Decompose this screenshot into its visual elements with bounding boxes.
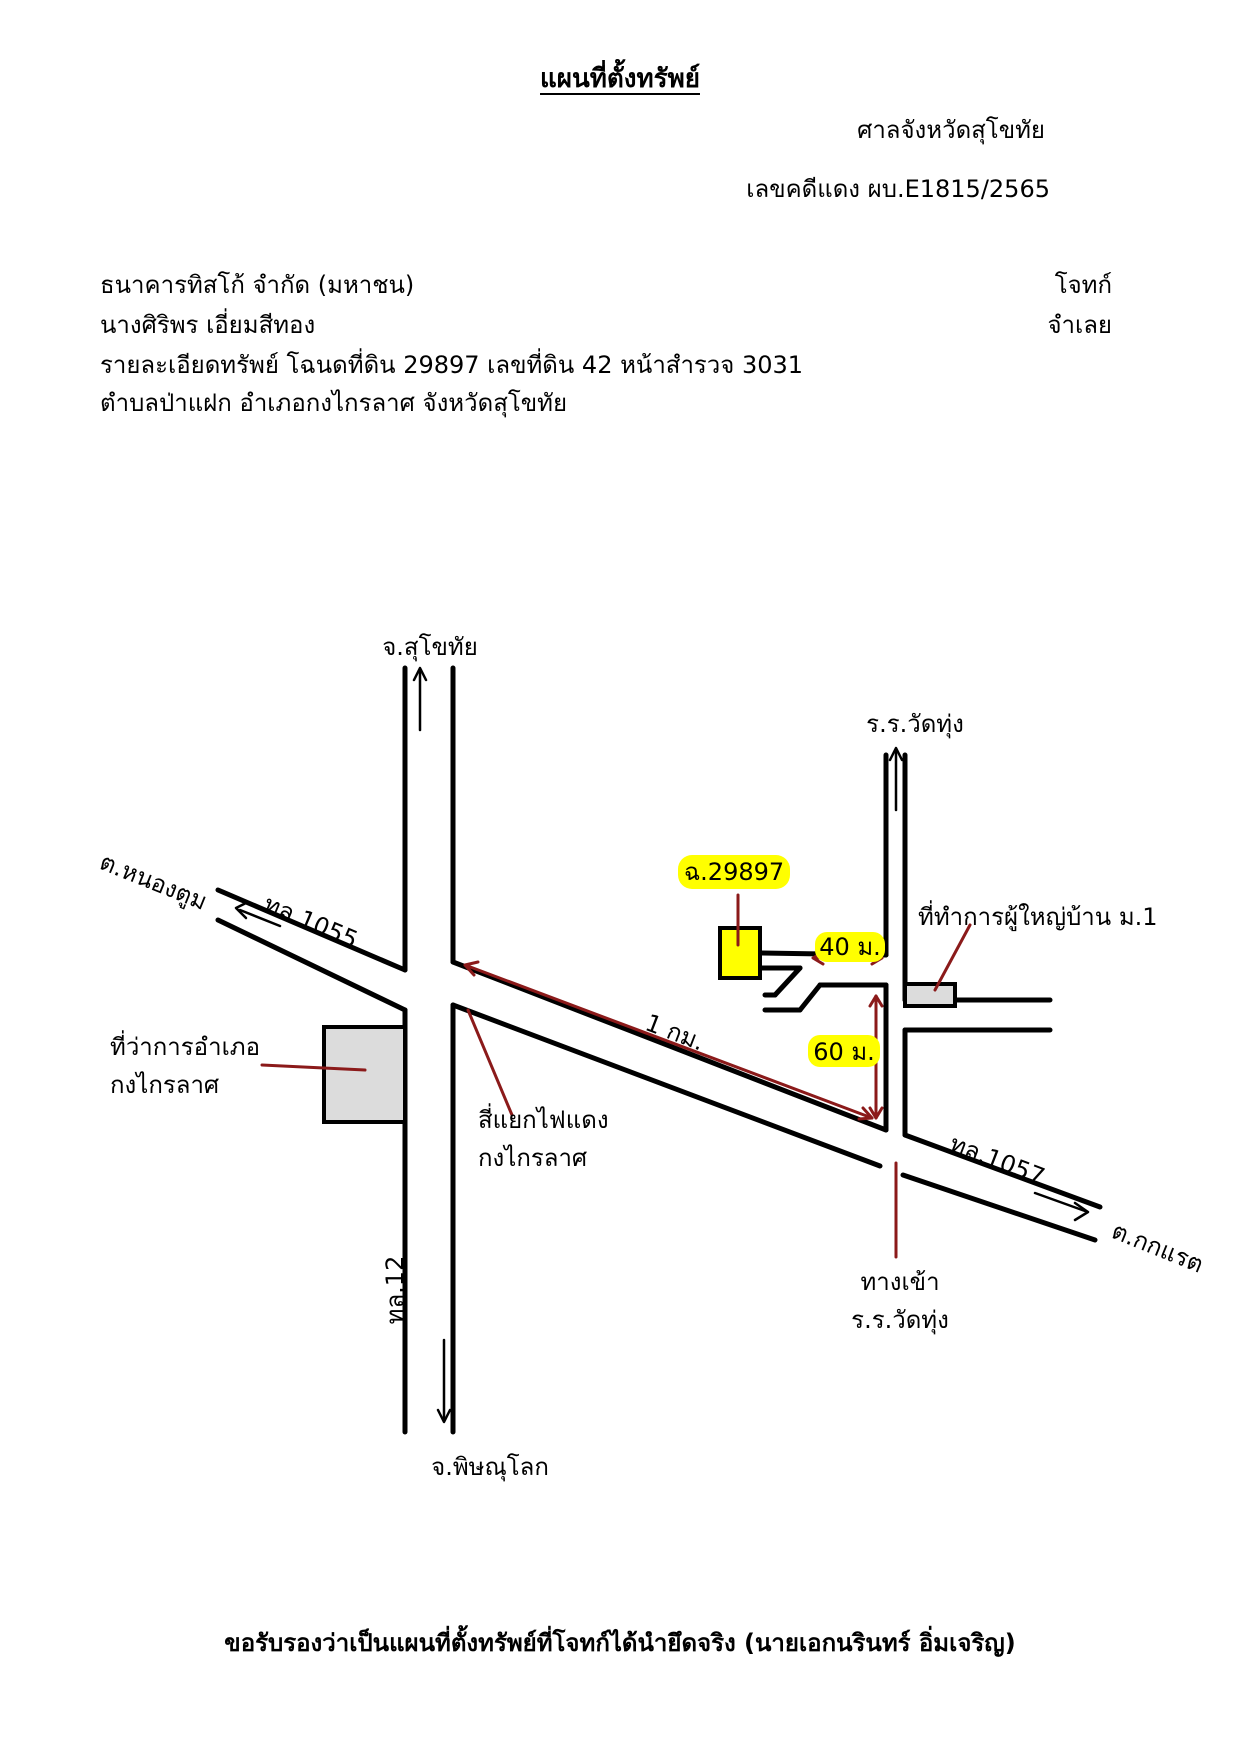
certification-statement: ขอรับรองว่าเป็นแผนที่ตั้งทรัพย์ที่โจทก์ไ… (224, 1629, 1016, 1657)
highway-1057-road (450, 959, 1103, 1243)
south-destination-label: จ.พิษณุโลก (431, 1453, 549, 1482)
intersection-label-2: กงไกรลาศ (478, 1144, 587, 1172)
court-name: ศาลจังหวัดสุโขทัย (857, 116, 1045, 144)
deed-number-label: ฉ.29897 (684, 858, 784, 886)
highway-1055-label: ทล.1055 (260, 890, 362, 955)
school-access-road (883, 752, 1053, 1138)
page-title: แผนที่ตั้งทรัพย์ (540, 64, 700, 94)
dist-60-highlight (808, 1035, 880, 1067)
distance-40m-label: 40 ม. (819, 933, 881, 961)
highway-12-label: ทล.12 (381, 1256, 409, 1325)
highway-1055-road (215, 887, 408, 1013)
school-entrance-label-2: ร.ร.วัดทุ่ง (851, 1306, 949, 1335)
plaintiff-role: โจทก์ (1054, 271, 1112, 299)
distance-60m-label: 60 ม. (813, 1038, 875, 1066)
property-details: รายละเอียดทรัพย์ โฉนดที่ดิน 29897 เลขที่… (100, 351, 804, 379)
highway-12-road (402, 665, 456, 1435)
intersection-label-1: สี่แยกไฟแดง (478, 1103, 609, 1134)
deed-label-highlight (678, 855, 790, 889)
district-office-building (322, 1025, 407, 1124)
dist-40-highlight (815, 932, 885, 962)
case-number: เลขคดีแดง ผบ.E1815/2565 (746, 175, 1050, 203)
plaintiff-name: ธนาคารทิสโก้ จำกัด (มหาชน) (100, 271, 415, 299)
leader-lines (260, 893, 972, 1259)
property-plot (718, 926, 762, 980)
school-entrance-label-1: ทางเข้า (860, 1268, 939, 1296)
direction-arrows (234, 666, 1090, 1424)
school-label: ร.ร.วัดทุ่ง (866, 710, 964, 739)
headman-office-building (903, 982, 957, 1008)
district-office-label-1: ที่ว่าการอำเภอ (110, 1030, 260, 1061)
east-destination-label: ต.กกแรต (1108, 1217, 1208, 1279)
west-destination-label: ต.หนองตูม (95, 848, 211, 917)
headman-office-label: ที่ทำการผู้ใหญ่บ้าน ม.1 (918, 900, 1158, 932)
property-location: ตำบลป่าแฝก อำเภอกงไกรลาศ จังหวัดสุโขทัย (100, 389, 568, 417)
district-office-label-2: กงไกรลาศ (110, 1071, 219, 1099)
defendant-name: นางศิริพร เอี่ยมสีทอง (100, 311, 316, 339)
highway-1057-label: ทล.1057 (946, 1129, 1049, 1191)
defendant-role: จำเลย (1047, 311, 1112, 339)
north-destination-label: จ.สุโขทัย (382, 633, 478, 662)
